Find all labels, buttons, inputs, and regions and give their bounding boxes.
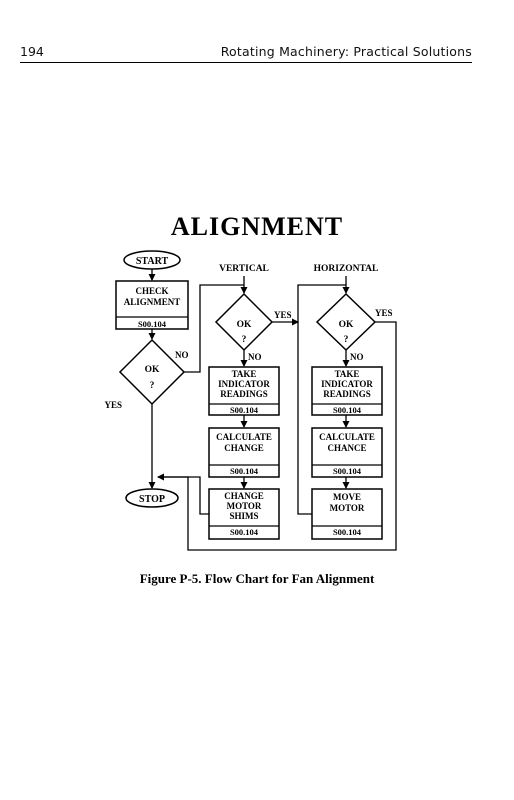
check-line1: CHECK [135, 286, 168, 296]
vertical-calculate-change-box: CALCULATE CHANGE S00.104 [208, 427, 280, 478]
main-decision-line1: OK [145, 365, 160, 375]
v-change-ref: S00.104 [230, 527, 259, 537]
h-calc-ref: S00.104 [333, 466, 362, 476]
start-label: START [136, 256, 169, 267]
horizontal-yes-label: YES [375, 308, 393, 318]
horizontal-decision-diamond: OK ? [315, 292, 377, 352]
h-calc-line2: CHANCE [327, 443, 366, 453]
start-node: START [123, 250, 181, 270]
v-change-line2: MOTOR [227, 501, 262, 511]
horizontal-decision-line1: OK [339, 320, 354, 330]
v-take-ref: S00.104 [230, 405, 259, 415]
stop-node: STOP [125, 488, 179, 508]
figure-caption: Figure P-5. Flow Chart for Fan Alignment [139, 571, 375, 586]
v-take-line1: TAKE [232, 369, 257, 379]
check-alignment-box: CHECK ALIGNMENT S00.104 [115, 280, 189, 330]
vertical-column-label: VERTICAL [219, 264, 269, 274]
h-take-line2: INDICATOR [321, 379, 373, 389]
h-take-ref: S00.104 [333, 405, 362, 415]
vertical-change-shims-box: CHANGE MOTOR SHIMS S00.104 [208, 488, 280, 540]
stop-label: STOP [139, 494, 165, 505]
v-calc-line1: CALCULATE [216, 432, 272, 442]
horizontal-calculate-change-box: CALCULATE CHANCE S00.104 [311, 427, 383, 478]
main-no-label: NO [175, 350, 189, 360]
v-change-line1: CHANGE [224, 491, 264, 501]
edge-into-horizontal [297, 284, 346, 322]
vertical-decision-line1: OK [237, 320, 252, 330]
h-take-line3: READINGS [323, 389, 371, 399]
vertical-decision-diamond: OK ? [214, 292, 274, 352]
edge-horizontal-yes-loop [158, 321, 397, 551]
h-move-line2: MOTOR [330, 503, 365, 513]
v-change-line3: SHIMS [229, 511, 258, 521]
v-take-line2: INDICATOR [218, 379, 270, 389]
horizontal-take-readings-box: TAKE INDICATOR READINGS S00.104 [311, 366, 383, 416]
main-yes-label: YES [104, 400, 122, 410]
v-calc-ref: S00.104 [230, 466, 259, 476]
h-move-line1: MOVE [333, 492, 361, 502]
edge-main-no [184, 366, 201, 373]
h-move-ref: S00.104 [333, 527, 362, 537]
h-calc-line1: CALCULATE [319, 432, 375, 442]
check-line2: ALIGNMENT [124, 297, 181, 307]
horizontal-no-label: NO [350, 352, 364, 362]
vertical-yes-label: YES [274, 310, 292, 320]
horizontal-decision-line2: ? [344, 335, 349, 345]
v-take-line3: READINGS [220, 389, 268, 399]
vertical-decision-line2: ? [242, 335, 247, 345]
horizontal-move-motor-box: MOVE MOTOR S00.104 [311, 488, 383, 540]
edge-into-vertical [199, 284, 244, 366]
running-title: Rotating Machinery: Practical Solutions [220, 44, 472, 59]
page-number: 194 [20, 44, 44, 59]
v-calc-line2: CHANGE [224, 443, 264, 453]
page-header: 194 Rotating Machinery: Practical Soluti… [20, 44, 472, 63]
check-ref: S00.104 [138, 319, 167, 329]
main-decision-diamond: OK ? [118, 338, 186, 406]
edge-horizontal-loop-back [297, 322, 312, 515]
main-decision-line2: ? [150, 381, 155, 391]
vertical-take-readings-box: TAKE INDICATOR READINGS S00.104 [208, 366, 280, 416]
vertical-no-label: NO [248, 352, 262, 362]
figure-title: ALIGNMENT [170, 212, 344, 241]
horizontal-column-label: HORIZONTAL [314, 264, 379, 274]
h-take-line1: TAKE [335, 369, 360, 379]
